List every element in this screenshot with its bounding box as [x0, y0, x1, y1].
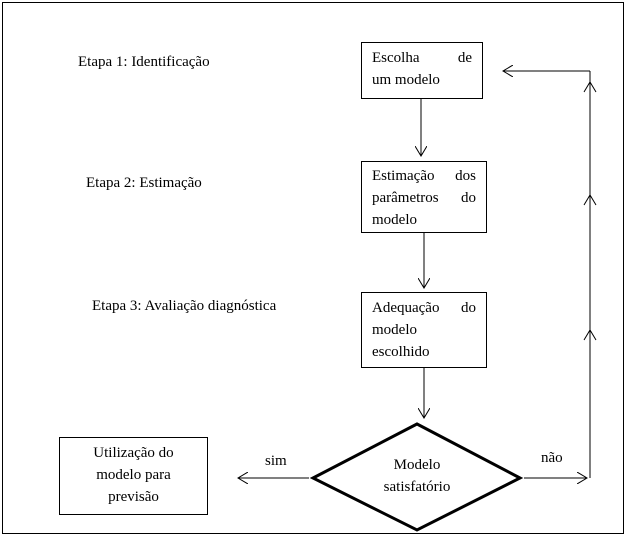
stage-2-label: Etapa 2: Estimação	[86, 175, 202, 191]
feedback-chevron	[583, 329, 597, 341]
box-text: modelo	[372, 212, 417, 228]
feedback-chevron	[583, 194, 597, 206]
yes-label: sim	[265, 453, 287, 469]
stage-1-label: Etapa 1: Identificação	[78, 54, 210, 70]
decision-text: Modelo satisfatório	[357, 454, 477, 498]
no-label: não	[541, 450, 563, 466]
decision-line: satisfatório	[383, 479, 451, 495]
box-text: modelo	[372, 322, 417, 338]
box-text: dos	[455, 168, 476, 184]
decision-line: Modelo	[393, 457, 441, 473]
box-text: um modelo	[372, 72, 440, 88]
usage-box: Utilização do modelo para previsão	[59, 437, 208, 515]
adequacy-box: Adequação do modelo escolhido	[361, 292, 487, 368]
box-text: modelo para	[96, 467, 171, 483]
model-choice-box: Escolha de um modelo	[361, 42, 483, 99]
box-text: Adequação	[372, 300, 440, 316]
feedback-chevron	[583, 81, 597, 93]
stage-3-label: Etapa 3: Avaliação diagnóstica	[92, 298, 277, 314]
decision-diamond	[309, 422, 524, 532]
box-text: do	[461, 300, 476, 316]
box-text: Utilização do	[93, 445, 174, 461]
box-text: do	[461, 190, 476, 206]
box-text: de	[457, 50, 472, 66]
estimation-box: Estimação dos parâmetros do modelo	[361, 161, 487, 233]
box-text: previsão	[108, 489, 159, 505]
box-text: Estimação	[372, 168, 435, 184]
box-text: parâmetros	[372, 190, 439, 206]
box-text: escolhido	[372, 344, 430, 360]
box-text: Escolha	[372, 50, 420, 66]
